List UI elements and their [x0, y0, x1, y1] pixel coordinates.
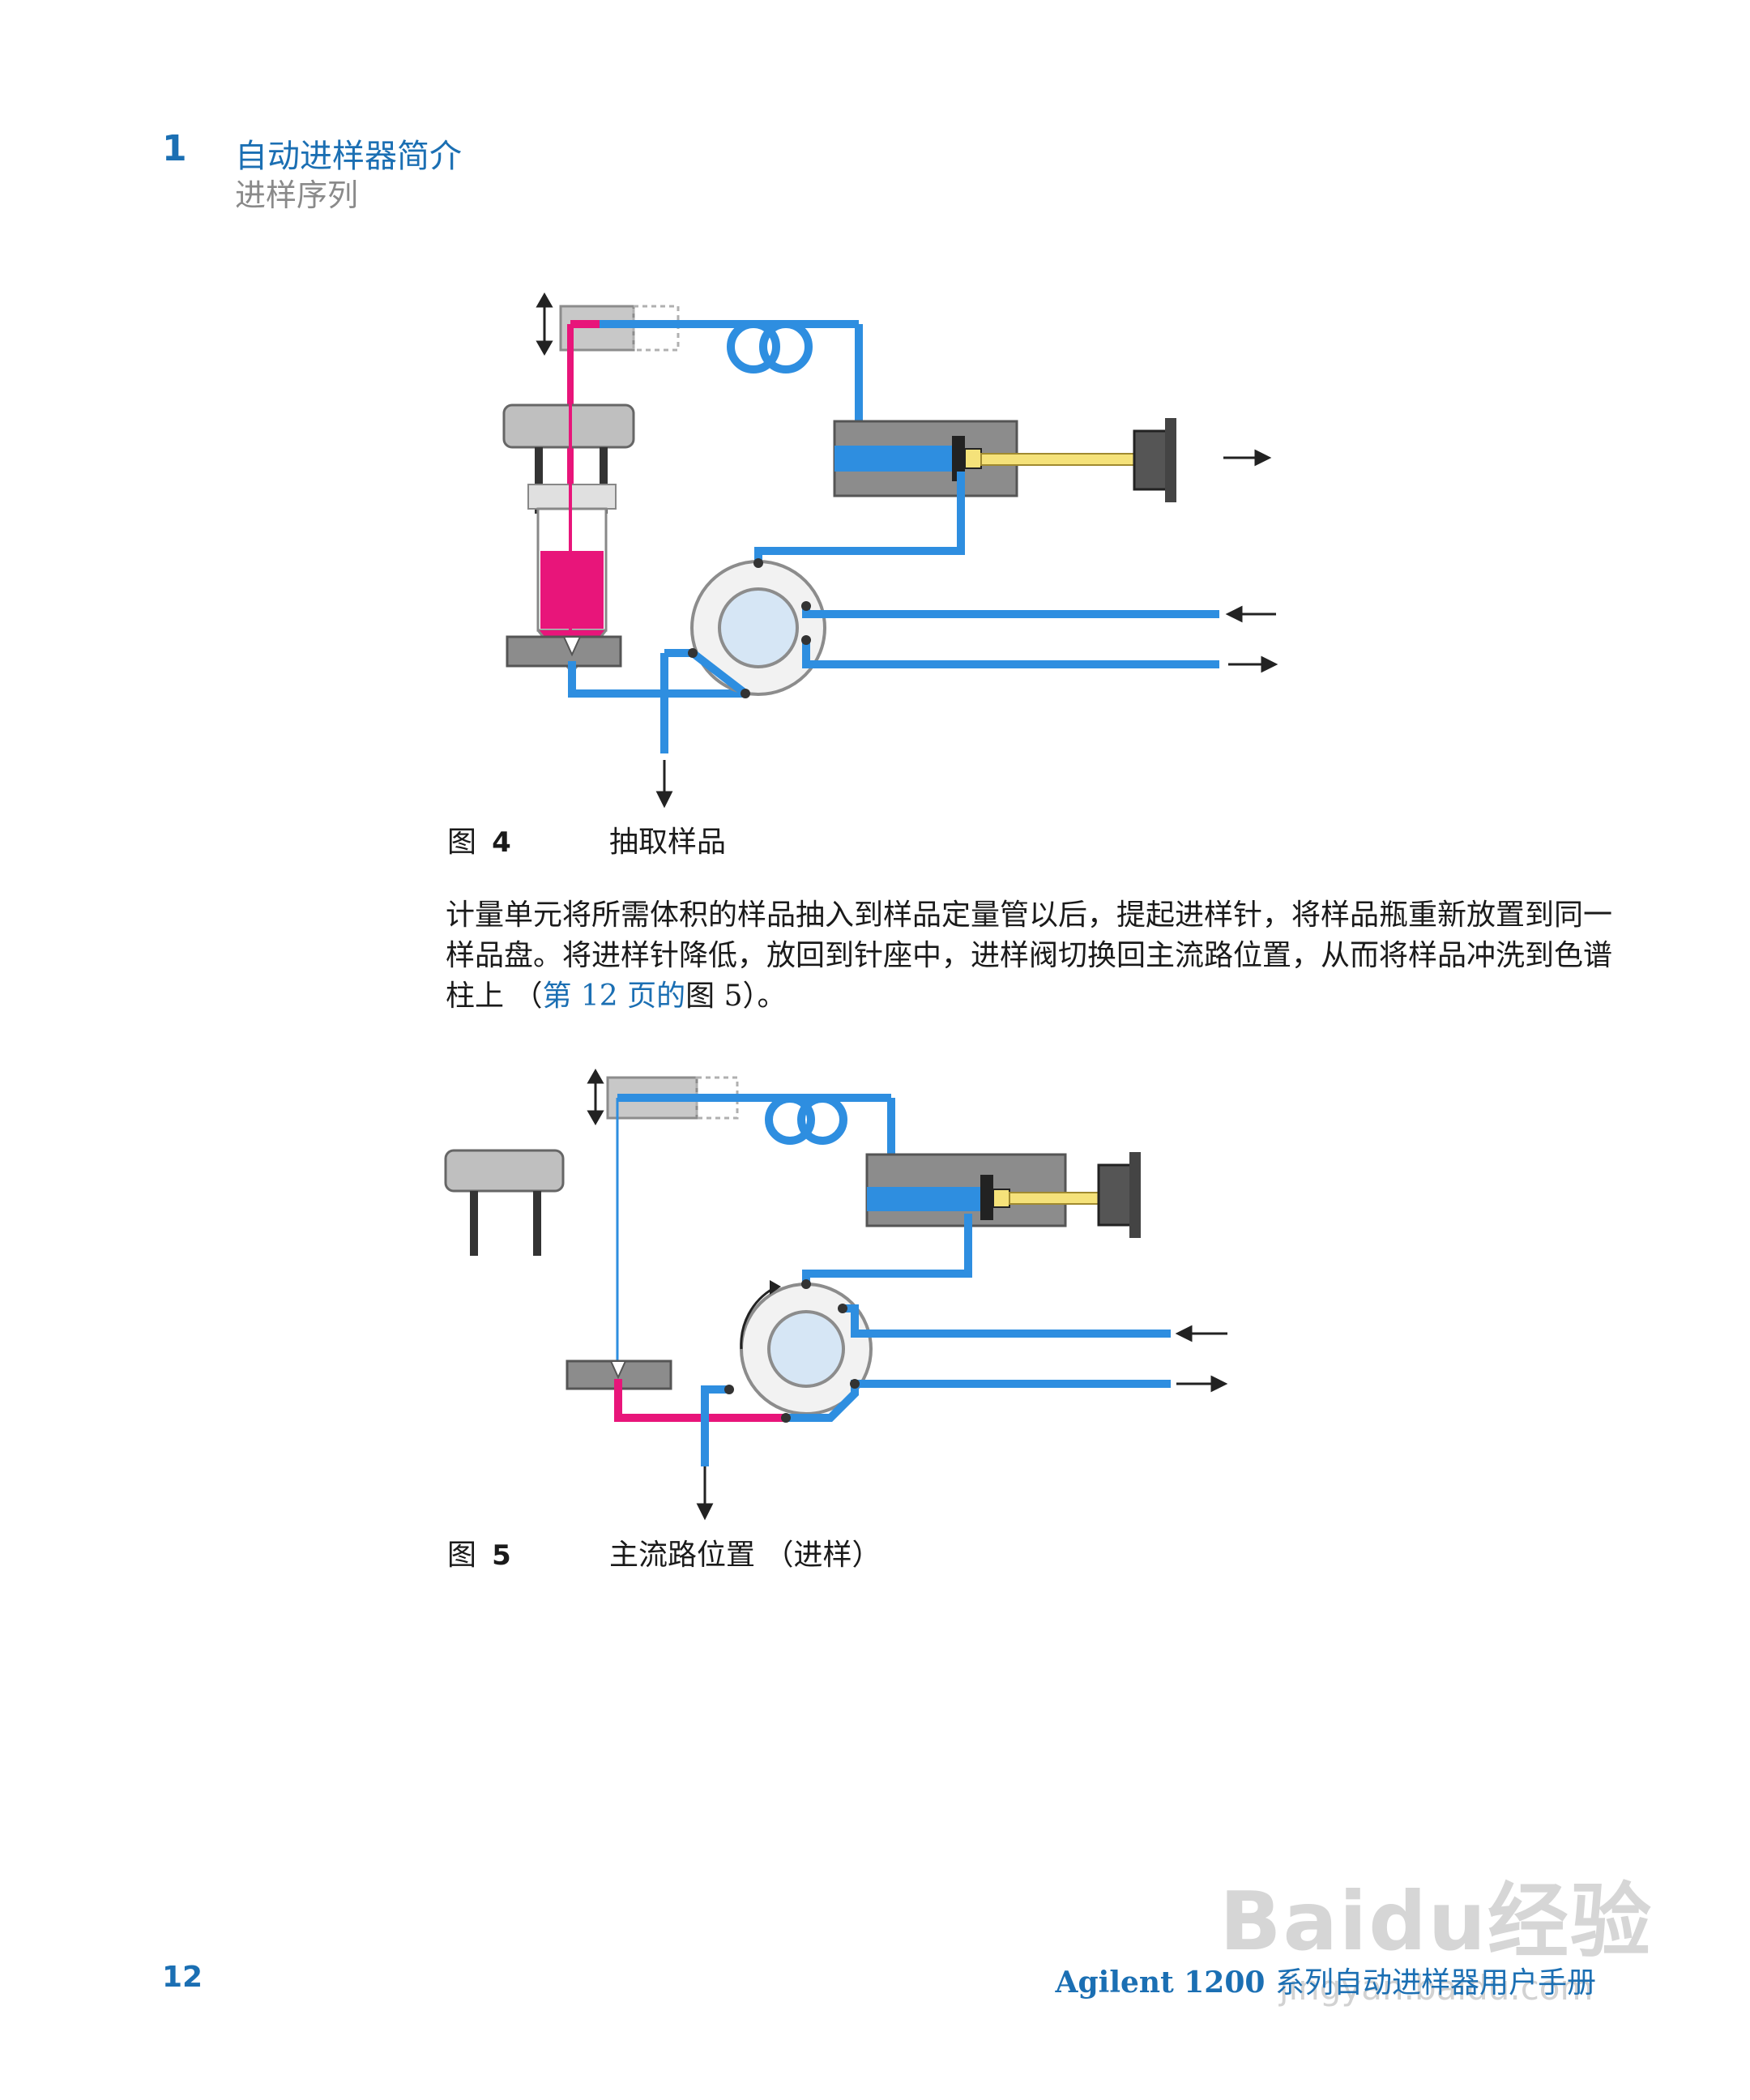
- cross-reference-link[interactable]: 第 12 页的: [542, 980, 686, 1013]
- pump-inlet-arrow: [1225, 605, 1276, 623]
- figure-5-diagram: [444, 1068, 1228, 1521]
- figure-number: 4: [492, 826, 511, 859]
- figure-label: 图: [447, 1539, 477, 1572]
- sample-loop: [727, 320, 780, 373]
- figure-4-caption: 图 4 抽取样品: [447, 818, 726, 860]
- figure-5-caption: 图 5 主流路位置 （进样）: [447, 1531, 881, 1573]
- footer-book-title: Agilent 1200 系列自动进样器用户手册: [1056, 1959, 1596, 2001]
- gripper: [444, 1149, 565, 1193]
- pump-inlet-arrow: [1175, 1325, 1227, 1342]
- needle-motion-arrow: [536, 292, 553, 356]
- valve-rotation-arrow: [740, 1287, 775, 1350]
- column-outlet-arrow: [1228, 655, 1278, 673]
- product-name: Agilent 1200: [1055, 1966, 1266, 2000]
- plunger: [1009, 1192, 1099, 1205]
- paragraph-text-end: 图 5）。: [685, 980, 787, 1013]
- column-outlet-arrow: [1176, 1375, 1228, 1393]
- watermark: Baidu经验 jingyan.baidu.com: [1219, 1855, 1653, 2008]
- section-title: 进样序列: [235, 177, 359, 213]
- chapter-number: 1: [162, 128, 187, 169]
- waste-arrow: [655, 760, 673, 809]
- sample-loop: [765, 1095, 815, 1145]
- chapter-title: 自动进样器简介: [235, 138, 462, 175]
- needle-seat: [506, 635, 622, 668]
- plunger-direction-arrow: [1223, 449, 1272, 467]
- body-paragraph: 计量单元将所需体积的样品抽入到样品定量管以后，提起进样针，将样品瓶重新放置到同一…: [446, 895, 1612, 1017]
- figure-4-diagram: [502, 292, 1278, 809]
- paragraph-text: 计量单元将所需体积的样品抽入到样品定量管以后，提起进样针，将样品瓶重新放置到同一…: [446, 898, 1613, 1013]
- needle-motion-arrow: [587, 1068, 604, 1126]
- watermark-url: jingyan.baidu.com: [1278, 1968, 1594, 2008]
- watermark-logo: Baidu经验: [1219, 1874, 1653, 1969]
- figure-label: 图: [447, 826, 477, 859]
- figure-caption-text: 抽取样品: [609, 826, 727, 859]
- plunger: [980, 453, 1136, 466]
- figure-number: 5: [492, 1539, 511, 1572]
- figure-caption-text: 主流路位置 （进样）: [609, 1539, 881, 1572]
- waste-arrow: [696, 1466, 714, 1521]
- book-title: 系列自动进样器用户手册: [1274, 1966, 1596, 2000]
- page-number: 12: [162, 1961, 203, 1994]
